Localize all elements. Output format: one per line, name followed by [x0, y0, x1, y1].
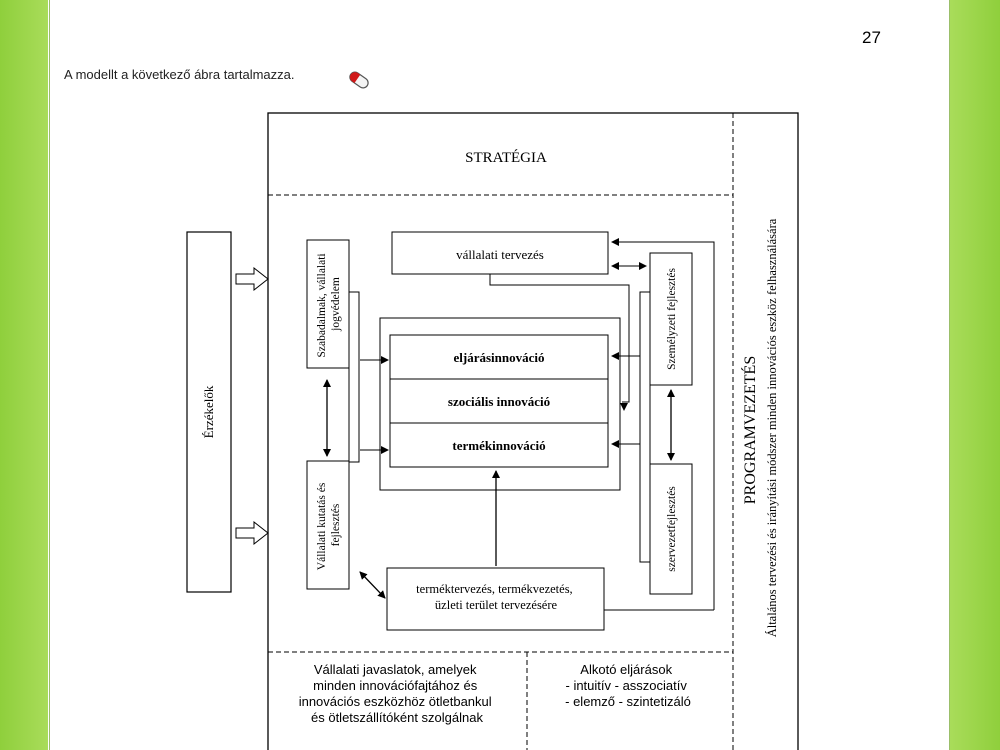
research-to-planning-arrow [359, 571, 386, 599]
creative-line-3: - elemző - szintetizáló [565, 694, 691, 709]
product-planning-label: terméktervezés, termékvezetés, üzleti te… [416, 582, 576, 612]
caption: A modellt a következő ábra tartalmazza. [64, 67, 295, 82]
patents-research-bar [348, 291, 360, 463]
loop-to-planning-arrow [611, 238, 715, 610]
research-line-2: fejlesztés [330, 503, 342, 546]
patents-label: Szabadalmak, vállalati jogvédelem [316, 251, 342, 358]
org-development-box [649, 463, 693, 595]
creative-line-2: - intuitív - asszociatív [566, 678, 688, 693]
proposals-line-4: és ötletszállítóként szolgálnak [311, 710, 483, 725]
page-number: 27 [862, 28, 881, 47]
outer-frame [267, 112, 799, 750]
patents-line-1: Szabadalmak, vállalati [316, 253, 328, 357]
research-label: Vállalati kutatás és fejlesztés [316, 480, 342, 570]
corporate-planning-box [391, 231, 609, 275]
org-development-label: szervezetfejlesztés [666, 486, 678, 572]
research-box [306, 460, 350, 590]
strategy-label: STRATÉGIA [465, 149, 547, 166]
patents-box [306, 239, 350, 369]
process-innovation-label: eljárásinnováció [454, 350, 545, 365]
product-planning-line-2: üzleti terület tervezésére [435, 598, 558, 612]
pin-icon [349, 71, 369, 89]
patents-line-2: jogvédelem [330, 277, 342, 332]
proposals-line-1: Vállalati javaslatok, amelyek [314, 662, 477, 677]
product-planning-box [386, 567, 605, 631]
sensor-arrow-bottom [235, 520, 269, 546]
program-management-label: PROGRAMVEZETÉS [740, 356, 759, 504]
product-innovation-box [389, 422, 609, 468]
research-line-1: Vállalati kutatás és [316, 482, 328, 570]
proposals-line-3: innovációs eszközhöz ötletbankul [299, 694, 492, 709]
program-management-desc: Általános tervezési és irányítási módsze… [765, 218, 779, 637]
creative-line-1: Alkotó eljárások [580, 662, 672, 677]
product-innovation-label: termékinnováció [452, 438, 545, 453]
social-innovation-label: szociális innováció [448, 394, 550, 409]
proposals-label: Vállalati javaslatok, amelyek minden inn… [299, 662, 496, 725]
sensors-label: Érzékelők [201, 385, 216, 438]
corporate-planning-label: vállalati tervezés [456, 247, 544, 262]
sensors-box [186, 231, 232, 593]
planning-down-line [489, 274, 630, 403]
product-planning-line-1: terméktervezés, termékvezetés, [416, 582, 573, 596]
right-bracket [639, 291, 651, 563]
staff-development-label: Személyzeti fejlesztés [666, 268, 678, 370]
creative-label: Alkotó eljárások - intuitív - asszociatí… [565, 662, 691, 709]
proposals-line-2: minden innovációfajtához és [313, 678, 478, 693]
sensor-arrow-top [235, 266, 269, 292]
